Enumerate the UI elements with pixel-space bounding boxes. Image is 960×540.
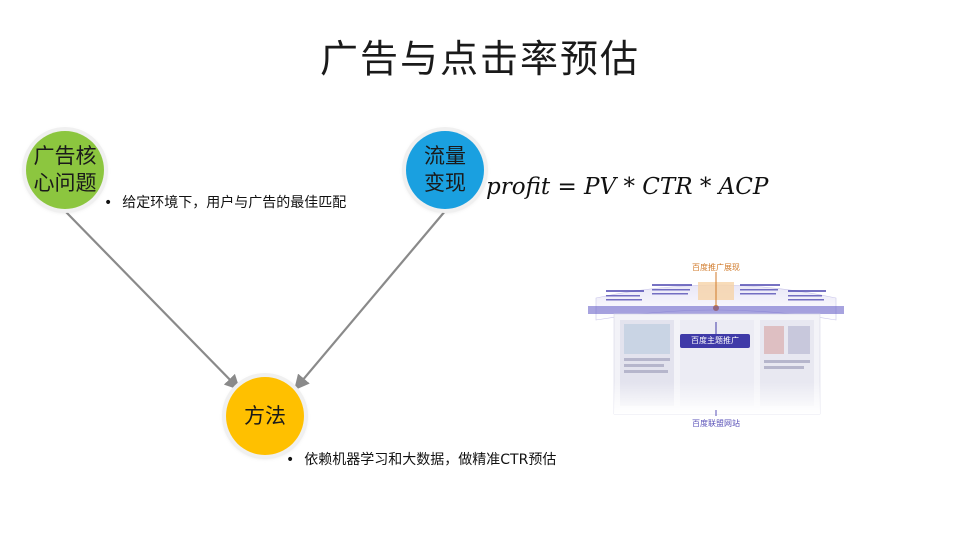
arrow-core-to-method <box>65 211 241 391</box>
node-traffic-monetization: 流量 变现 <box>406 131 484 209</box>
node-method-label: 方法 <box>244 403 286 428</box>
slide-title: 广告与点击率预估 <box>319 37 640 81</box>
node-core-problem: 广告核 心问题 <box>26 131 104 209</box>
ad-panel-top-caption: 百度推广展现 <box>692 263 740 272</box>
node-core-problem-label: 广告核 心问题 <box>33 144 97 195</box>
node-traffic-monetization-label: 流量 变现 <box>424 144 466 195</box>
profit-formula: profit = PV * CTR * ACP <box>486 174 769 200</box>
bullet-method: 依赖机器学习和大数据，做精准CTR预估 <box>286 449 556 469</box>
ad-panel-badge: 百度主题推广 <box>680 334 750 348</box>
node-method: 方法 <box>226 377 304 455</box>
ad-display-illustration: 百度推广展现 百度主题推广 百度联盟网站 <box>588 262 844 432</box>
ad-panel-bottom-caption: 百度联盟网站 <box>692 419 740 428</box>
arrow-traffic-to-method <box>294 209 447 391</box>
bullet-core-problem: 给定环境下，用户与广告的最佳匹配 <box>104 192 346 212</box>
